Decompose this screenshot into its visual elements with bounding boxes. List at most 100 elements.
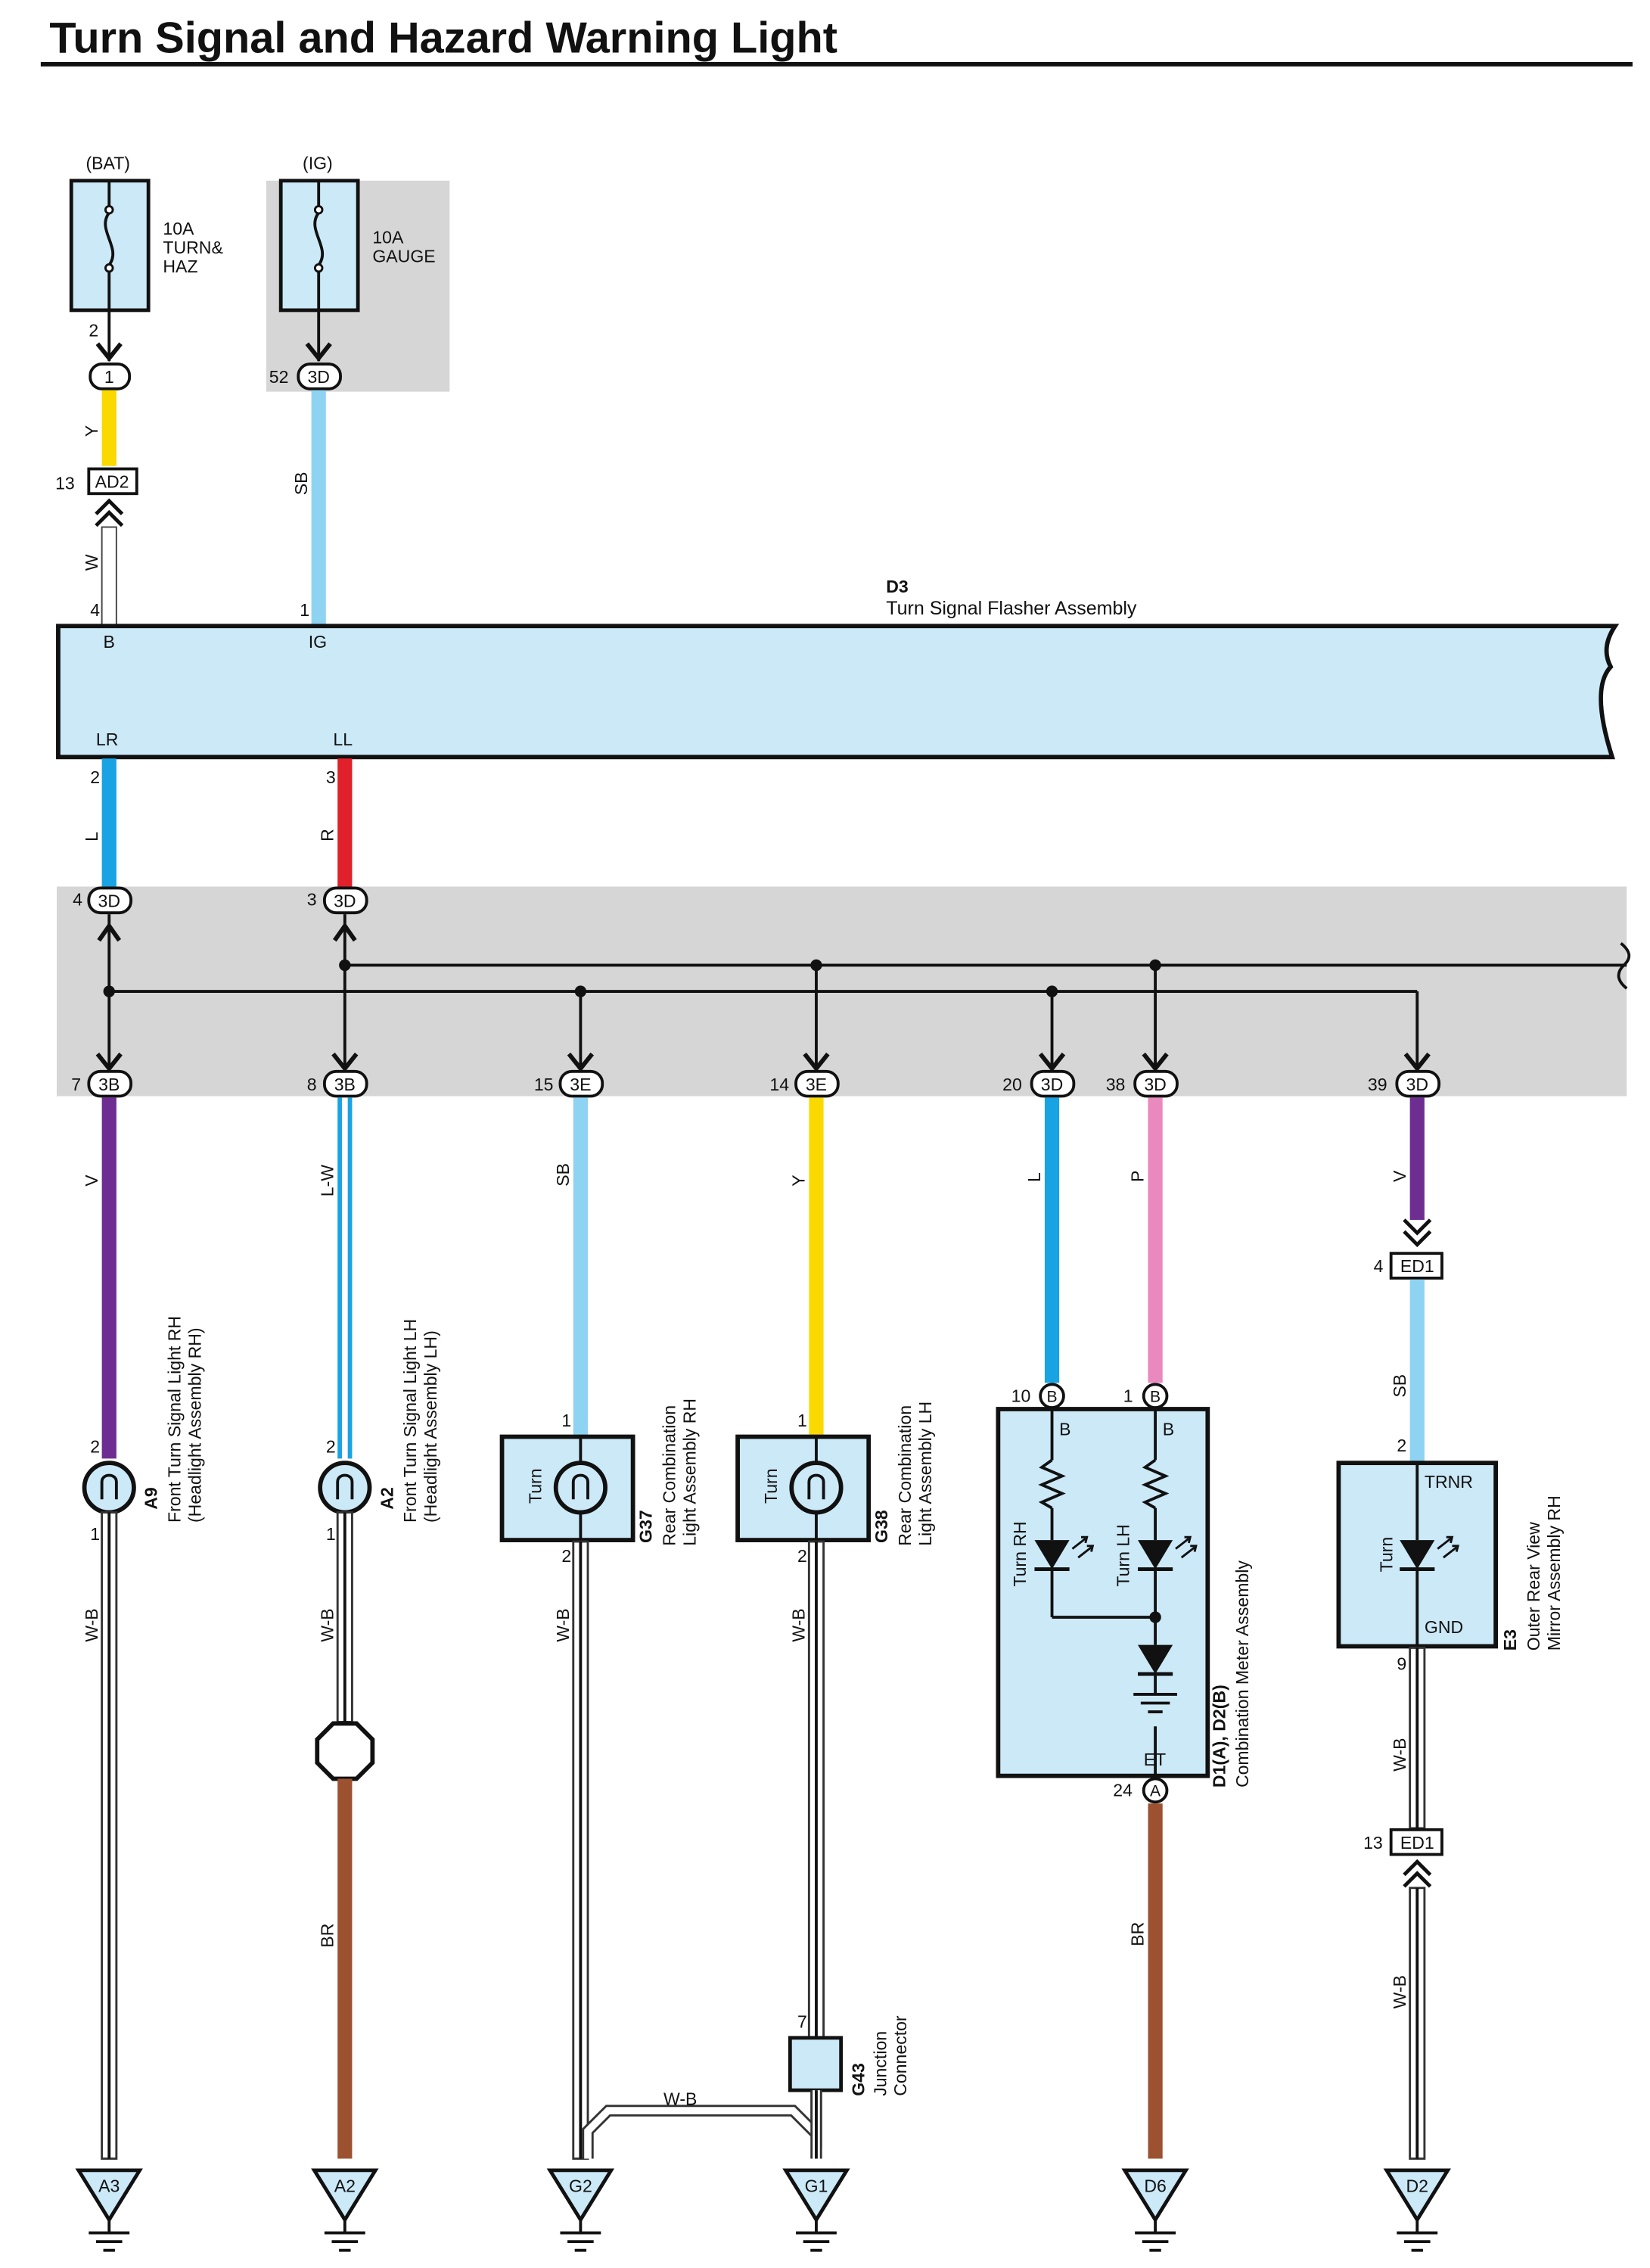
branch-conn-4: 3E bbox=[806, 1075, 827, 1094]
flasher-box bbox=[56, 624, 1620, 760]
led-icon bbox=[1400, 1535, 1459, 1571]
flasher-id: D3 bbox=[886, 577, 908, 596]
meter-conn-lh-label: B bbox=[1150, 1388, 1161, 1405]
fuse-ig-source: (IG) bbox=[303, 153, 333, 173]
fuse-icon bbox=[104, 211, 115, 266]
meter-pin-rh: 10 bbox=[1011, 1386, 1031, 1405]
ground-a2 bbox=[311, 2168, 379, 2252]
fuse-ig-pin: 52 bbox=[269, 367, 289, 387]
flasher-pin-ig: 1 bbox=[300, 600, 309, 620]
flasher-name: Turn Signal Flasher Assembly bbox=[886, 598, 1137, 619]
junction-top-conn-2-label: 3D bbox=[334, 891, 356, 910]
flasher-term-ll: LL bbox=[333, 730, 353, 749]
meter-pin-et: 24 bbox=[1113, 1781, 1133, 1800]
a9-bulb bbox=[82, 1461, 136, 1515]
wire-sb-e3-label: SB bbox=[1390, 1374, 1409, 1398]
ground-d6-label: D6 bbox=[1144, 2176, 1166, 2196]
a9-id: A9 bbox=[141, 1487, 161, 1509]
connector-ed1-bottom bbox=[1389, 1828, 1443, 1856]
bus-junction-dots bbox=[103, 959, 1161, 997]
junction-top-pin-2: 3 bbox=[307, 890, 317, 910]
junction-bus bbox=[107, 914, 1631, 1069]
connector-ad2-label: AD2 bbox=[95, 472, 129, 492]
connector-1 bbox=[89, 362, 132, 390]
g38-label: Turn bbox=[761, 1468, 781, 1504]
g37-pin-out: 2 bbox=[561, 1546, 571, 1566]
e3-pin-in: 2 bbox=[1397, 1436, 1406, 1455]
wire-br-a2-label: BR bbox=[317, 1924, 337, 1948]
ground-a2-label: A2 bbox=[334, 2176, 356, 2196]
ground-d6 bbox=[1121, 2168, 1189, 2252]
meter-term-lh: B bbox=[1163, 1420, 1174, 1439]
mirror-name-1: Outer Rear View bbox=[1524, 1522, 1543, 1650]
wire-sb-g37-label: SB bbox=[553, 1163, 573, 1187]
ground-d2-label: D2 bbox=[1406, 2176, 1428, 2196]
meter-diode bbox=[1138, 1644, 1173, 1676]
e3-pin-out: 9 bbox=[1397, 1654, 1406, 1673]
ad2-pin: 13 bbox=[55, 473, 75, 493]
branch-connectors bbox=[95, 1052, 1431, 1072]
flasher-term-b: B bbox=[104, 632, 115, 652]
fuse-gauge bbox=[278, 179, 360, 313]
wire-r-ll bbox=[337, 758, 353, 887]
flasher-pin-b: 4 bbox=[90, 600, 100, 620]
wire-p-meter-label: P bbox=[1128, 1171, 1148, 1182]
g38-id: G38 bbox=[872, 1510, 891, 1543]
a2-pin-out: 1 bbox=[326, 1524, 336, 1544]
branch-pin-1: 7 bbox=[71, 1075, 81, 1094]
wire-wb-e3-lower-label: W-B bbox=[1390, 1975, 1409, 2008]
branch-pin-5: 20 bbox=[1002, 1075, 1022, 1094]
wire-y-bat bbox=[101, 390, 117, 466]
g37-id: G37 bbox=[636, 1510, 656, 1543]
meter-label-lh: Turn LH bbox=[1113, 1524, 1133, 1586]
bulb-icon bbox=[571, 1473, 589, 1500]
ground-g1 bbox=[782, 2168, 850, 2252]
a9-pin-in: 2 bbox=[90, 1437, 100, 1457]
wire-br-meter-label: BR bbox=[1128, 1922, 1148, 1946]
g43-name-2: Connector bbox=[890, 2015, 910, 2096]
junction-top-conn-1-label: 3D bbox=[98, 891, 120, 910]
flasher-term-ig: IG bbox=[309, 632, 327, 652]
meter-label-rh: Turn RH bbox=[1010, 1521, 1030, 1586]
fuse-bat-pin: 2 bbox=[89, 321, 98, 341]
fuse-turn-haz-name-1: TURN& bbox=[163, 238, 223, 257]
g38-pin-in: 1 bbox=[797, 1411, 807, 1430]
branch-pin-3: 15 bbox=[534, 1075, 554, 1094]
flasher-pin-ll: 3 bbox=[326, 767, 336, 787]
g38-name-1: Rear Combination bbox=[895, 1405, 915, 1546]
fuse-turn-haz-name-2: HAZ bbox=[163, 257, 197, 276]
a9-pin-out: 1 bbox=[90, 1524, 100, 1544]
mirror-term-trnr: TRNR bbox=[1425, 1472, 1473, 1492]
wire-v-a9-label: V bbox=[82, 1174, 101, 1187]
led-icon bbox=[1138, 1535, 1198, 1571]
ed1-top-pin: 4 bbox=[1374, 1256, 1384, 1276]
connector-ed1-bottom-label: ED1 bbox=[1400, 1833, 1434, 1853]
wire-sb-g37 bbox=[573, 1097, 589, 1436]
wire-wb-bridge-label: W-B bbox=[663, 2089, 697, 2108]
g37-bulb bbox=[553, 1461, 607, 1515]
ground-g1-label: G1 bbox=[805, 2176, 828, 2196]
fuse-turn-haz bbox=[69, 179, 151, 313]
a2-id: A2 bbox=[377, 1487, 396, 1509]
fuse-bat-source: (BAT) bbox=[85, 153, 130, 173]
junction-top-conn-1 bbox=[87, 886, 133, 915]
fuse-bat-arrow bbox=[95, 342, 123, 362]
wire-r-ll-label: R bbox=[317, 829, 337, 842]
wire-v-a9 bbox=[101, 1097, 117, 1459]
branch-conn-6: 3D bbox=[1144, 1075, 1166, 1094]
wire-wb-a2-label: W-B bbox=[317, 1608, 337, 1641]
mirror-term-gnd: GND bbox=[1425, 1617, 1463, 1637]
wire-wb-g38-label: W-B bbox=[789, 1608, 809, 1641]
branch-pin-2: 8 bbox=[307, 1075, 317, 1094]
g37-name-1: Rear Combination bbox=[659, 1405, 679, 1546]
flasher-term-lr: LR bbox=[96, 730, 118, 749]
wire-y-g38 bbox=[809, 1097, 824, 1436]
branch-conn-1: 3B bbox=[98, 1075, 120, 1094]
wire-w bbox=[101, 526, 117, 627]
fuse-gauge-rating: 10A bbox=[372, 227, 404, 247]
meter-conn-et-label: A bbox=[1150, 1783, 1161, 1800]
wire-wb-a9-label: W-B bbox=[82, 1608, 101, 1641]
meter-term-rh: B bbox=[1059, 1420, 1070, 1439]
junction-top-pin-1: 4 bbox=[73, 890, 82, 910]
branch-pin-7: 39 bbox=[1368, 1075, 1387, 1094]
